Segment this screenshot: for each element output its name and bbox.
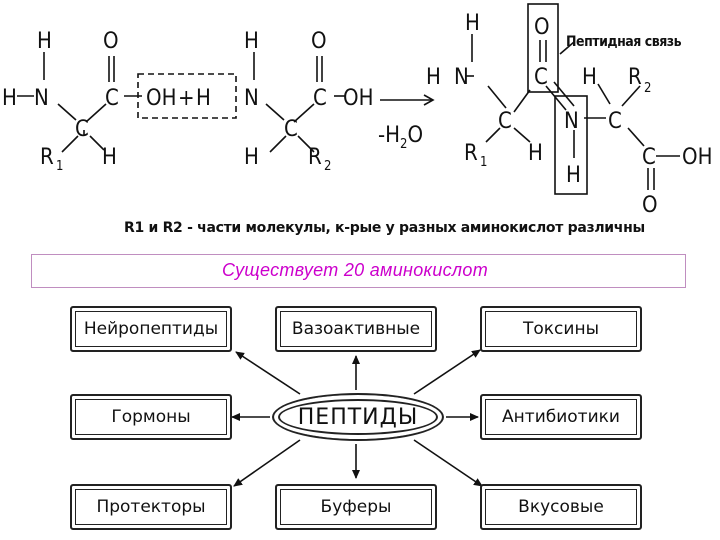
svg-text:O: O [642, 193, 658, 218]
r-groups-note: R1 и R2 - части молекулы, к-рые у разных… [124, 220, 645, 236]
box-toxins: Токсины [480, 306, 642, 352]
svg-text:C: C [313, 86, 327, 111]
peptides-center-label: ПЕПТИДЫ [297, 404, 419, 430]
svg-text:2: 2 [644, 81, 651, 96]
svg-text:R: R [308, 145, 322, 170]
box-hormones: Гормоны [70, 394, 232, 440]
connector-arrows [231, 349, 483, 487]
fact-text: Существует 20 аминокислот [222, 260, 488, 280]
svg-text:H: H [582, 65, 597, 90]
svg-text:C: C [75, 117, 89, 142]
svg-text:C: C [608, 109, 622, 134]
svg-text:N: N [454, 65, 469, 90]
svg-text:C: C [284, 117, 298, 142]
svg-text:C: C [105, 86, 119, 111]
svg-text:+: + [178, 86, 195, 111]
svg-text:O: O [311, 29, 327, 54]
svg-text:1: 1 [480, 155, 487, 170]
peptide-bond-label: Пептидная связь [566, 34, 682, 50]
box-buffers: Буферы [275, 484, 437, 530]
fact-banner: Существует 20 аминокислот [31, 254, 686, 288]
svg-text:H: H [102, 145, 117, 170]
box-neuropeptides: Нейропептиды [70, 306, 232, 352]
svg-text:OH: OH [343, 86, 373, 111]
svg-text:R: R [464, 141, 478, 166]
box-vasoactive: Вазоактивные [275, 306, 437, 352]
svg-text:N: N [34, 86, 49, 111]
box-flavor: Вкусовые [480, 484, 642, 530]
peptide-reaction-scheme: H H N O C C R H OH + H H N O C OH C H R … [2, 3, 712, 218]
svg-text:H: H [37, 29, 52, 54]
svg-text:H: H [465, 11, 480, 36]
svg-text:H: H [244, 29, 259, 54]
svg-text:C: C [534, 65, 548, 90]
svg-text:N: N [244, 86, 259, 111]
water-loss-label: -H2O [378, 123, 423, 152]
svg-text:H: H [196, 86, 211, 111]
svg-text:H: H [426, 65, 441, 90]
svg-text:O: O [534, 15, 550, 40]
svg-text:N: N [564, 109, 579, 134]
svg-text:H: H [244, 145, 259, 170]
svg-text:R: R [40, 145, 54, 170]
svg-text:O: O [103, 29, 119, 54]
svg-text:H: H [528, 141, 543, 166]
svg-text:R: R [628, 65, 642, 90]
svg-text:H: H [2, 86, 17, 111]
peptides-center-ellipse: ПЕПТИДЫ [272, 393, 444, 441]
svg-text:OH: OH [682, 145, 712, 170]
svg-text:2: 2 [324, 159, 331, 174]
box-antibiotics: Антибиотики [480, 394, 642, 440]
svg-text:1: 1 [56, 159, 63, 174]
svg-text:H: H [566, 163, 581, 188]
svg-text:OH: OH [146, 86, 176, 111]
svg-text:C: C [642, 145, 656, 170]
svg-text:C: C [498, 109, 512, 134]
box-protectors: Протекторы [70, 484, 232, 530]
